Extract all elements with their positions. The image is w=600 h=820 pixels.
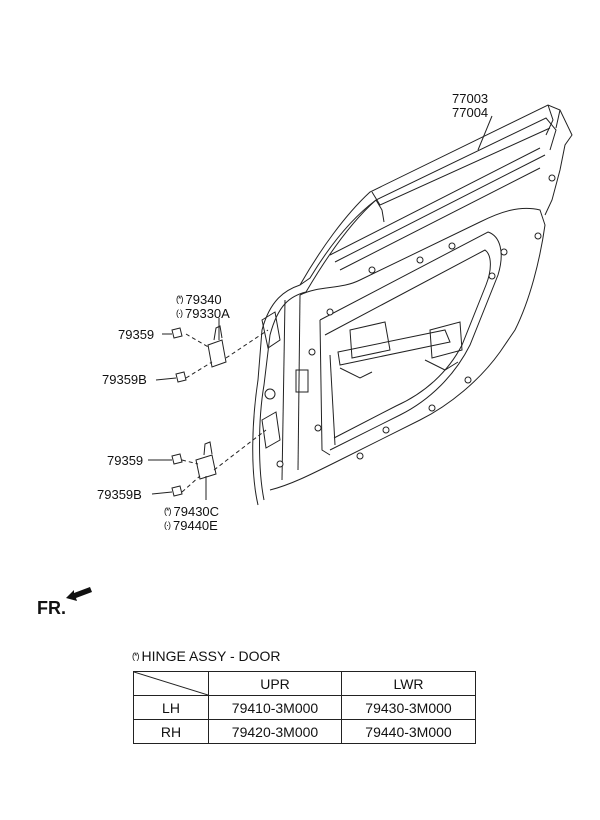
panel-holes [264, 174, 556, 468]
hinge-assy-note: (*)HINGE ASSY - DOOR [132, 648, 281, 664]
part-code-77003: 77003 [452, 91, 489, 106]
table-header-lwr: LWR [341, 671, 476, 696]
table-cell-lwr: 79440-3M000 [341, 719, 476, 744]
front-direction-label: FR. [37, 598, 66, 618]
marker-symbol: (*) [176, 294, 183, 304]
upper-hinge [207, 325, 227, 368]
note-text: HINGE ASSY - DOOR [141, 648, 281, 664]
marker-symbol-alt: (·) [164, 520, 171, 530]
table-cell-upr: 79410-3M000 [208, 695, 342, 720]
table-row: LH 79410-3M000 79430-3M000 [133, 695, 476, 720]
bolts [171, 327, 187, 497]
lower-hinge [195, 441, 217, 480]
part-code-upper-bolt-b: 79359B [102, 372, 147, 387]
corner-diagonal [134, 672, 208, 695]
marker-symbol: (*) [164, 506, 171, 516]
front-arrow-icon [66, 587, 92, 601]
part-code-77004: 77004 [452, 105, 489, 120]
table-cell-upr: 79420-3M000 [208, 719, 342, 744]
table-row: RH 79420-3M000 79440-3M000 [133, 719, 476, 744]
regulator-rail [295, 321, 463, 393]
table-cell-lwr: 79430-3M000 [341, 695, 476, 720]
table-header-row: UPR LWR [133, 671, 476, 696]
table-corner-cell [133, 671, 209, 696]
part-code-79330a: (·)79330A [176, 306, 230, 321]
table-row-label: RH [133, 719, 209, 744]
marker-symbol-alt: (·) [176, 308, 183, 318]
part-code-upper-bolt: 79359 [118, 327, 155, 342]
table-row-label: LH [133, 695, 209, 720]
part-code-lower-bolt-b: 79359B [97, 487, 142, 502]
note-marker-symbol: (*) [132, 651, 139, 661]
door-assembly-drawing [148, 104, 573, 506]
part-code-79440e: (·)79440E [164, 518, 218, 533]
hinge-part-table: UPR LWR LH 79410-3M000 79430-3M000 RH 79… [133, 671, 476, 744]
part-code-79340: (*)79340 [176, 292, 222, 307]
hinge-mount-area [261, 311, 281, 449]
leader-lines [148, 115, 493, 500]
door-window-frame [252, 104, 573, 506]
part-code-lower-bolt: 79359 [107, 453, 144, 468]
table-header-upr: UPR [208, 671, 342, 696]
part-code-79430c: (*)79430C [164, 504, 220, 519]
